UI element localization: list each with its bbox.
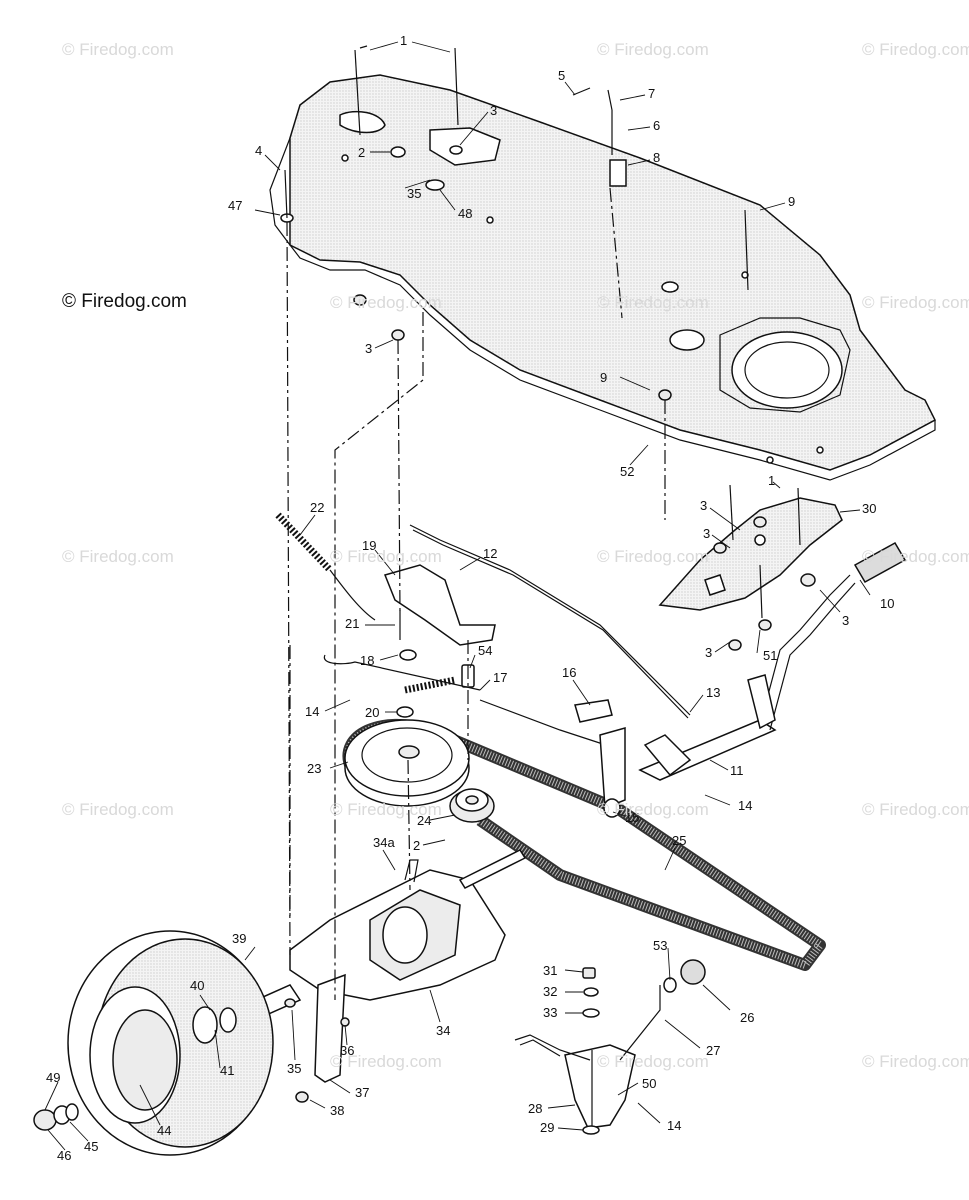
transaxle: [243, 849, 527, 1021]
callout-1-right: 1: [768, 473, 775, 488]
leader-lines: [44, 41, 871, 1151]
callout-19: 19: [362, 538, 376, 553]
callout-30: 30: [862, 501, 876, 516]
watermark: © Firedog.com: [862, 40, 969, 59]
callout-34a: 34a: [373, 835, 395, 850]
callout-4: 4: [255, 143, 262, 158]
callout-14-bottom: 14: [667, 1118, 681, 1133]
callout-40: 40: [190, 978, 204, 993]
brake-assembly: [514, 959, 706, 1135]
callout-34: 34: [436, 1023, 450, 1038]
callout-3-left: 3: [365, 341, 372, 356]
callout-2-mid: 2: [413, 838, 420, 853]
callout-26: 26: [740, 1010, 754, 1025]
callout-45: 45: [84, 1139, 98, 1154]
callout-27: 27: [706, 1043, 720, 1058]
callout-32: 32: [543, 984, 557, 999]
control-rods: [409, 524, 691, 749]
main-pulley: [344, 719, 470, 807]
fasteners: [280, 45, 816, 651]
callout-35-bottom: 35: [287, 1061, 301, 1076]
callout-3-top: 3: [490, 103, 497, 118]
alignment-lines: [286, 187, 666, 1000]
callout-41: 41: [220, 1063, 234, 1078]
callout-14-right: 14: [738, 798, 752, 813]
idler-pulley: [449, 788, 495, 823]
watermark: © Firedog.com: [597, 1052, 709, 1071]
shift-shaft: [574, 541, 907, 818]
callout-33: 33: [543, 1005, 557, 1020]
watermark: © Firedog.com: [597, 800, 709, 819]
watermark: © Firedog.com: [862, 1052, 969, 1071]
callout-51: 51: [763, 648, 777, 663]
watermark: © Firedog.com: [330, 1052, 442, 1071]
callout-52: 52: [620, 464, 634, 479]
callout-50: 50: [642, 1076, 656, 1091]
callout-9-top: 9: [788, 194, 795, 209]
chassis-plate: [269, 74, 936, 481]
callout-7: 7: [648, 86, 655, 101]
idler-arm-assembly: [275, 512, 496, 718]
callout-14-left: 14: [305, 704, 319, 719]
callout-12: 12: [483, 546, 497, 561]
callout-25: 25: [672, 833, 686, 848]
callout-20: 20: [365, 705, 379, 720]
watermark: © Firedog.com: [862, 293, 969, 312]
callout-9-mid: 9: [600, 370, 607, 385]
watermark: © Firedog.com: [330, 800, 442, 819]
watermark: © Firedog.com: [62, 40, 174, 59]
control-bracket: [658, 497, 843, 611]
callout-38: 38: [330, 1103, 344, 1118]
callout-6: 6: [653, 118, 660, 133]
callout-53: 53: [653, 938, 667, 953]
watermark: © Firedog.com: [330, 547, 442, 566]
callout-21: 21: [345, 616, 359, 631]
callout-3-right-c: 3: [842, 613, 849, 628]
callout-54: 54: [478, 643, 492, 658]
callout-37: 37: [355, 1085, 369, 1100]
callout-2-top: 2: [358, 145, 365, 160]
callout-35-top: 35: [407, 186, 421, 201]
watermark: © Firedog.com: [862, 547, 969, 566]
callout-10: 10: [880, 596, 894, 611]
callout-8: 8: [653, 150, 660, 165]
callout-15: 15: [625, 810, 639, 825]
callout-23: 23: [307, 761, 321, 776]
callout-3-right-b: 3: [703, 526, 710, 541]
callout-44: 44: [157, 1123, 171, 1138]
callout-36: 36: [340, 1043, 354, 1058]
lower-bracket: [284, 973, 350, 1103]
watermark: © Firedog.com: [62, 800, 174, 819]
callout-16: 16: [562, 665, 576, 680]
callout-13: 13: [706, 685, 720, 700]
callout-47: 47: [228, 198, 242, 213]
callout-29: 29: [540, 1120, 554, 1135]
callout-28: 28: [528, 1101, 542, 1116]
callout-5: 5: [558, 68, 565, 83]
watermark: © Firedog.com: [597, 547, 709, 566]
callout-17: 17: [493, 670, 507, 685]
callout-49: 49: [46, 1070, 60, 1085]
callout-46: 46: [57, 1148, 71, 1163]
callout-39: 39: [232, 931, 246, 946]
watermark: © Firedog.com: [597, 293, 709, 312]
callout-22: 22: [310, 500, 324, 515]
callout-1-top: 1: [400, 33, 407, 48]
callout-3-right-d: 3: [705, 645, 712, 660]
callout-24: 24: [417, 813, 431, 828]
callouts: 1 3 2 4 47 35 48 5 7 6 8 9 3 9 52 1 30 3…: [46, 33, 894, 1163]
rear-wheel: [33, 930, 274, 1156]
watermark: © Firedog.com: [330, 293, 442, 312]
callout-18: 18: [360, 653, 374, 668]
watermark: © Firedog.com: [62, 547, 174, 566]
copyright-notice: © Firedog.com: [62, 291, 187, 312]
watermark: © Firedog.com: [862, 800, 969, 819]
callout-3-right-a: 3: [700, 498, 707, 513]
callout-31: 31: [543, 963, 557, 978]
callout-48: 48: [458, 206, 472, 221]
callout-11: 11: [730, 763, 744, 778]
watermark: © Firedog.com: [597, 40, 709, 59]
